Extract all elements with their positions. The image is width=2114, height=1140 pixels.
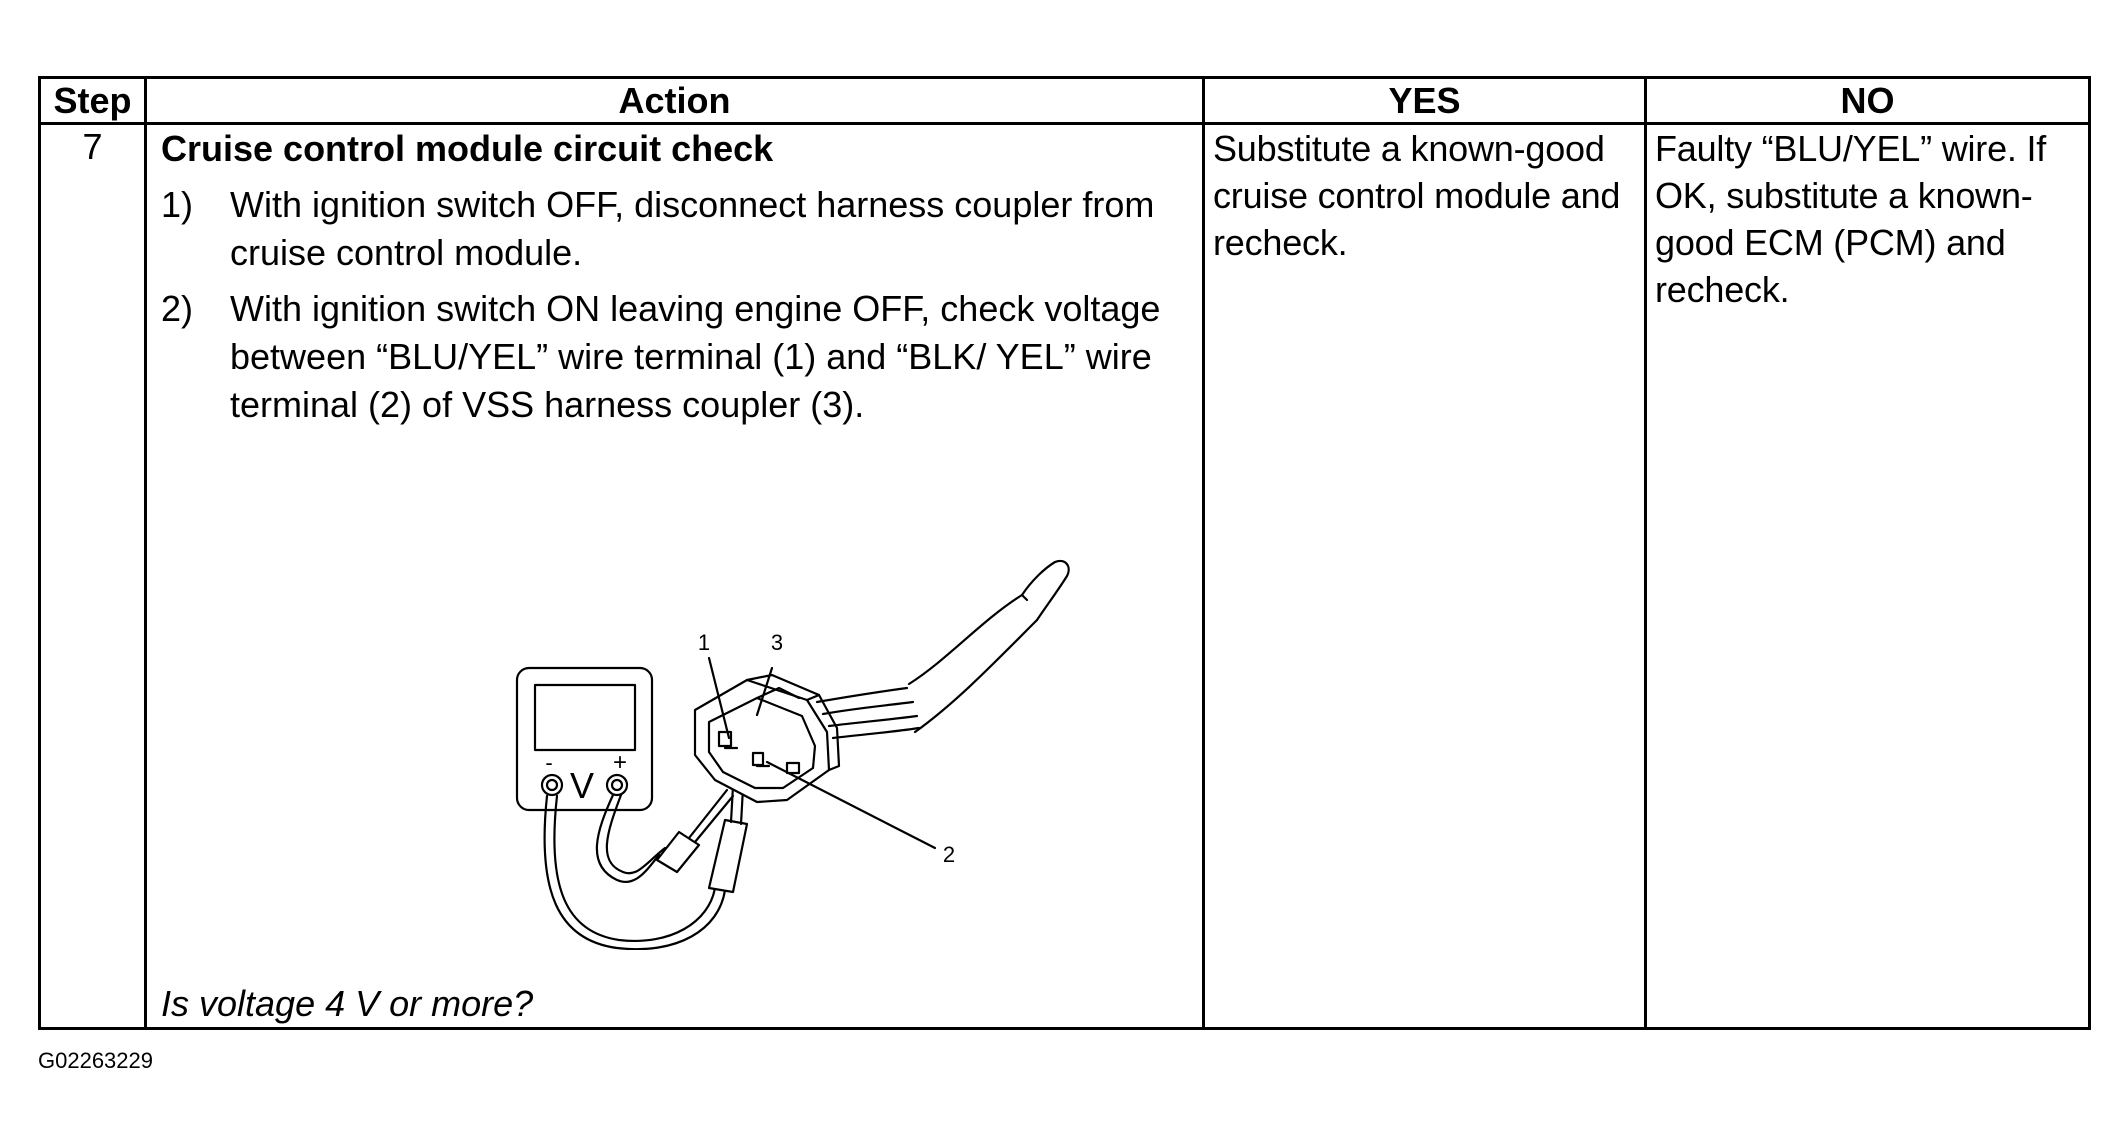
positive-terminal (605, 773, 629, 797)
callout-2: 2 (943, 842, 955, 867)
diagnostic-table: Step Action YES NO 7 Cruise control modu… (38, 76, 2091, 1030)
action-cell: Cruise control module circuit check 1) W… (144, 122, 1205, 1030)
figure-code: G02263229 (38, 1048, 153, 1073)
vss-harness-coupler (693, 673, 841, 804)
action-item: 1) With ignition switch OFF, disconnect … (161, 181, 1191, 277)
header-no: NO (1644, 76, 2091, 125)
action-item-number: 2) (161, 288, 194, 329)
callout-3-leader (755, 666, 774, 717)
action-title: Cruise control module circuit check (161, 128, 774, 169)
minus-sign: - (545, 750, 552, 775)
no-result: Faulty “BLU/YEL” wire. If OK, substitute… (1644, 122, 2091, 1030)
table-row: 7 Cruise control module circuit check 1)… (38, 122, 2091, 1030)
wire-bundle (815, 559, 1070, 740)
positive-probe-lead (595, 788, 735, 883)
check-question: Is voltage 4 V or more? (161, 983, 534, 1024)
header-row: Step Action YES NO (38, 76, 2091, 125)
callout-3: 3 (771, 630, 783, 655)
plus-sign: + (613, 749, 627, 776)
callout-1: 1 (698, 630, 710, 655)
callout-1-leader (707, 656, 731, 740)
negative-terminal (540, 773, 564, 797)
voltmeter-symbol: V (570, 765, 594, 806)
callout-2-leader (765, 760, 937, 850)
action-content: Cruise control module circuit check 1) W… (147, 125, 1202, 1027)
voltmeter-display (533, 683, 637, 752)
step-number: 7 (38, 122, 147, 1030)
action-item-text: With ignition switch OFF, disconnect har… (230, 184, 1155, 273)
header-action: Action (144, 76, 1205, 125)
header-yes: YES (1202, 76, 1647, 125)
action-item-text: With ignition switch ON leaving engine O… (230, 288, 1161, 425)
header-step: Step (38, 76, 147, 125)
voltmeter-coupler-diagram: V - + 1 3 2 (515, 559, 1070, 950)
yes-result: Substitute a known-good cruise control m… (1202, 122, 1647, 1030)
action-item: 2) With ignition switch ON leaving engin… (161, 285, 1191, 429)
action-item-number: 1) (161, 184, 194, 225)
